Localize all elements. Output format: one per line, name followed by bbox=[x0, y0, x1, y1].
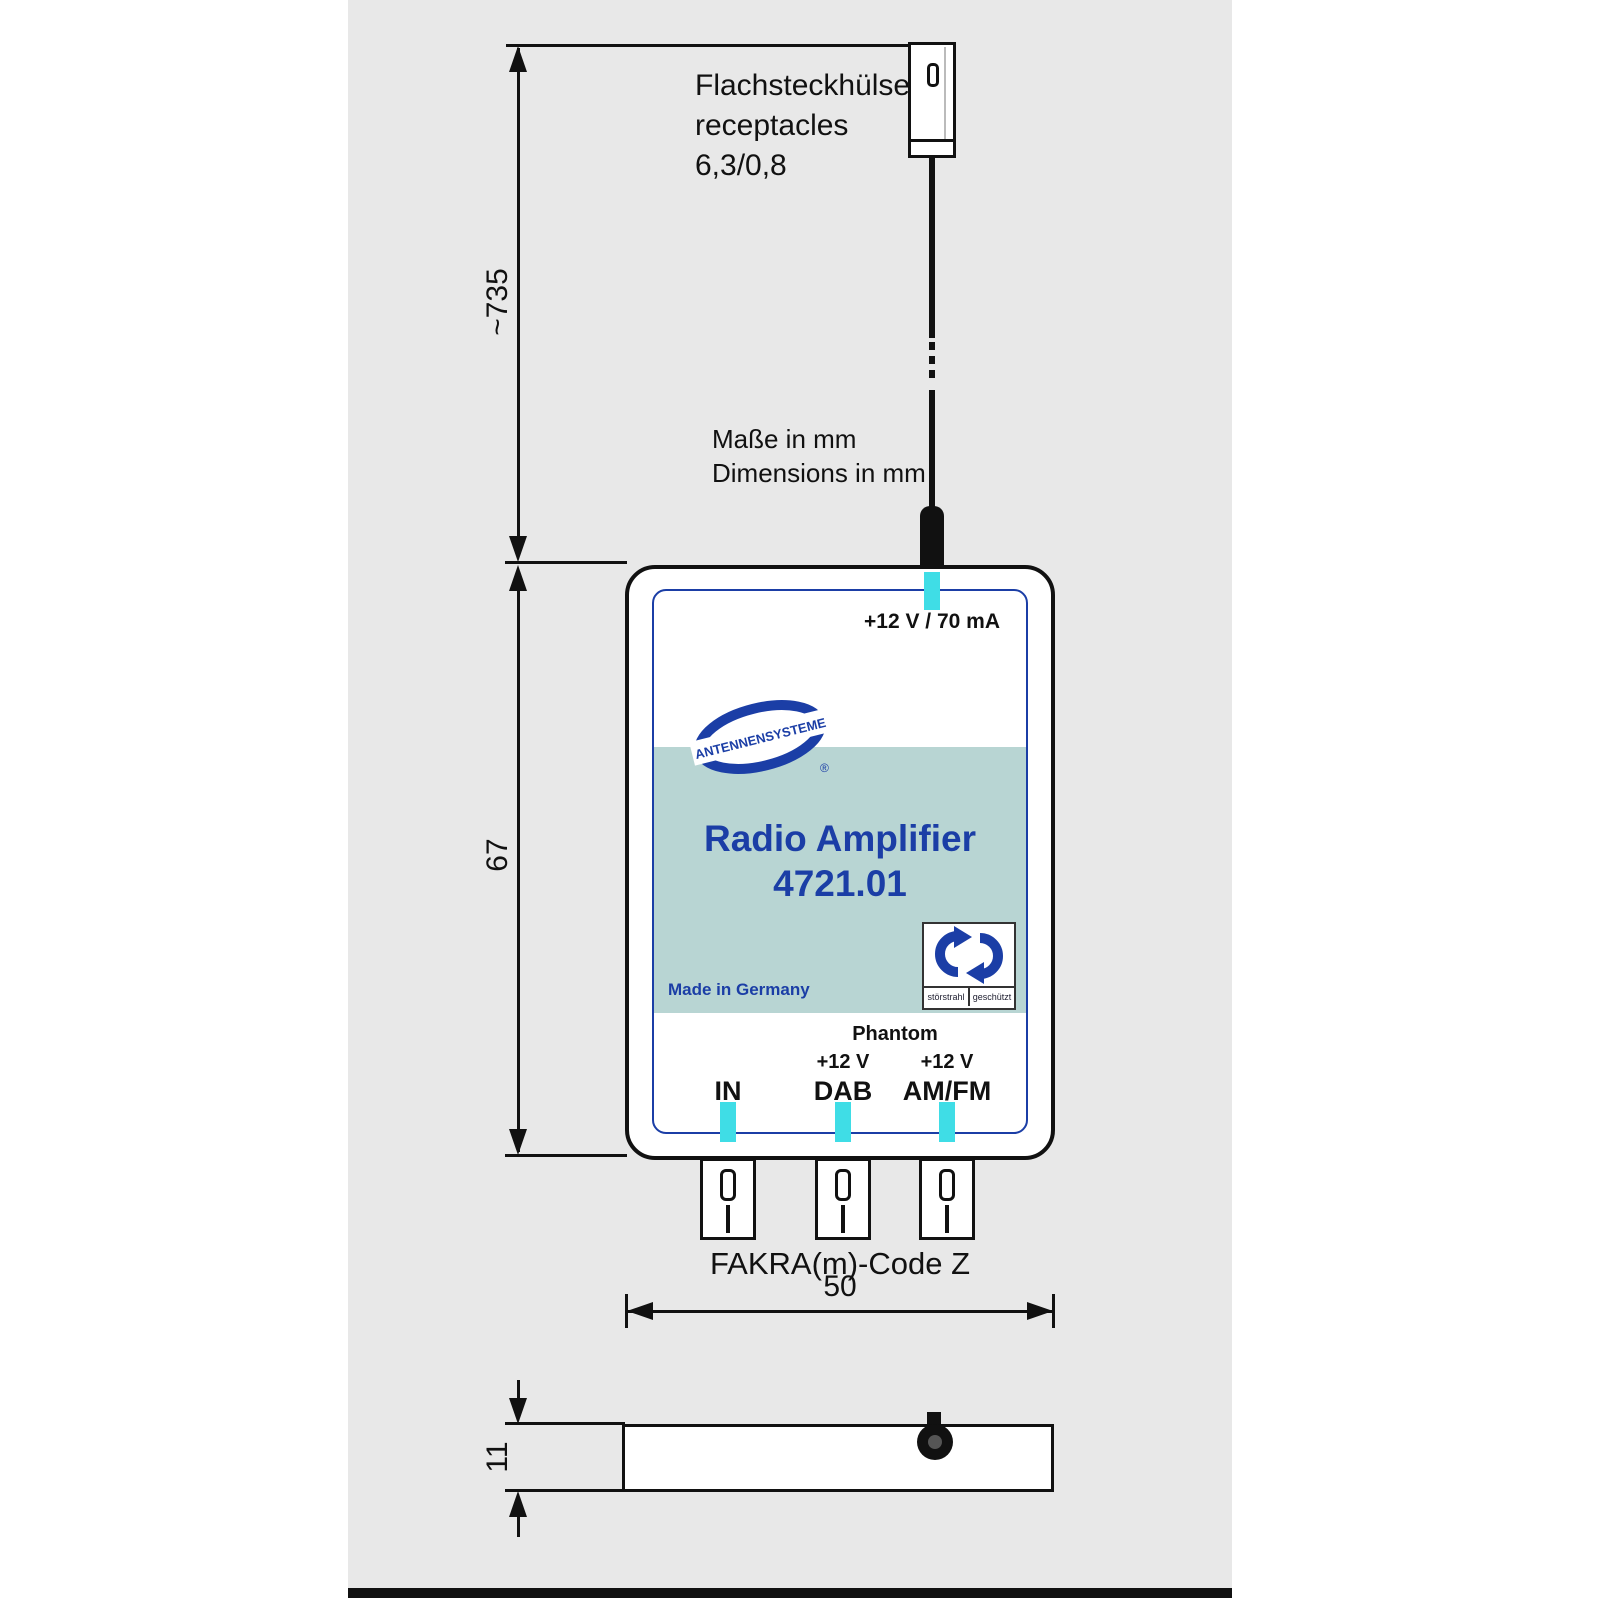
cable-strain-relief bbox=[920, 506, 944, 568]
dab-supply-label: +12 V bbox=[816, 1051, 870, 1073]
dim-67-ext-top bbox=[505, 561, 627, 564]
receptacle-note: Flachsteckhülse receptacles 6,3/0,8 bbox=[695, 66, 910, 186]
port-mark-amfm bbox=[939, 1102, 955, 1142]
cable-break-dash bbox=[929, 370, 935, 378]
dim-50-arrow-right bbox=[1027, 1302, 1053, 1320]
receptacle-crimp-divider bbox=[910, 139, 954, 142]
cable-break-dash bbox=[929, 356, 935, 364]
side-view-housing bbox=[622, 1424, 1054, 1492]
fakra-slot bbox=[720, 1169, 736, 1201]
dim-11-arrow-bottom bbox=[509, 1491, 527, 1517]
port-label-dab: DAB bbox=[813, 1076, 873, 1106]
receptacle-slot bbox=[927, 63, 939, 87]
dim-67-ext-bottom bbox=[505, 1154, 627, 1157]
amfm-supply-label: +12 V bbox=[920, 1051, 974, 1073]
emc-caption-divider bbox=[968, 988, 970, 1006]
dim-11-arrow-top bbox=[509, 1398, 527, 1424]
fakra-pin bbox=[841, 1205, 845, 1233]
receptacle-note-line3: 6,3/0,8 bbox=[695, 149, 787, 182]
dim-11-label: 11 bbox=[481, 1441, 514, 1473]
dim-735-ext-top bbox=[506, 44, 908, 47]
port-label-amfm: AM/FM bbox=[902, 1076, 992, 1106]
fakra-pin bbox=[945, 1205, 949, 1233]
port-mark-in bbox=[720, 1102, 736, 1142]
phantom-label: Phantom bbox=[852, 1023, 938, 1045]
side-view-cable-nub bbox=[927, 1412, 941, 1426]
supply-label: +12 V / 70 mA bbox=[864, 610, 1000, 633]
emc-logo: störstrahl geschützt bbox=[922, 922, 1016, 1010]
dim-735-arrow-bottom bbox=[509, 536, 527, 562]
product-title-line1: Radio Amplifier bbox=[703, 818, 977, 859]
port-mark-dab bbox=[835, 1102, 851, 1142]
power-connector-mark bbox=[924, 572, 940, 610]
cable-break-dash bbox=[929, 342, 935, 350]
product-title: Radio Amplifier 4721.01 bbox=[652, 816, 1028, 906]
dim-735-label: ~735 bbox=[481, 268, 514, 336]
dim-50-line bbox=[627, 1310, 1053, 1313]
panel-bottom-edge bbox=[348, 1588, 1232, 1598]
fakra-slot bbox=[939, 1169, 955, 1201]
emc-caption-left: störstrahl bbox=[927, 992, 965, 1002]
emc-arrows-icon bbox=[935, 926, 1003, 984]
product-label bbox=[652, 589, 1028, 1134]
fakra-connector-in bbox=[700, 1158, 756, 1240]
receptacle-note-line2: receptacles bbox=[695, 109, 849, 142]
brand-logo: ANTENNENSYSTEME ® bbox=[689, 700, 831, 775]
side-view-grommet-center bbox=[928, 1435, 942, 1449]
emc-caption-row: störstrahl geschützt bbox=[924, 986, 1014, 1006]
dim-11-line-bottom bbox=[517, 1513, 520, 1537]
dim-50-label: 50 bbox=[823, 1270, 857, 1303]
receptacle-edge-line bbox=[944, 47, 946, 139]
fakra-pin bbox=[726, 1205, 730, 1233]
dim-11-ext-top bbox=[505, 1422, 625, 1425]
dim-50-tick-left bbox=[625, 1294, 628, 1328]
fakra-slot bbox=[835, 1169, 851, 1201]
fakra-connector-amfm bbox=[919, 1158, 975, 1240]
dim-735-arrow-top bbox=[509, 46, 527, 72]
dim-50-arrow-left bbox=[627, 1302, 653, 1320]
dim-67-label: 67 bbox=[481, 838, 514, 872]
emc-caption-right: geschützt bbox=[972, 992, 1012, 1002]
antenna-cable bbox=[929, 158, 935, 510]
dim-50-tick-right bbox=[1052, 1294, 1055, 1328]
receptacle-note-line1: Flachsteckhülse bbox=[695, 69, 911, 102]
origin-label: Made in Germany bbox=[668, 980, 810, 999]
units-note-en: Dimensions in mm bbox=[712, 458, 926, 488]
dim-11-line-top bbox=[517, 1380, 520, 1404]
flat-receptacle-connector bbox=[908, 42, 956, 158]
dim-735-line bbox=[517, 48, 520, 538]
fakra-connector-dab bbox=[815, 1158, 871, 1240]
units-note: Maße in mm Dimensions in mm bbox=[712, 422, 926, 490]
dim-67-line bbox=[517, 572, 520, 1152]
units-note-de: Maße in mm bbox=[712, 424, 857, 454]
product-title-line2: 4721.01 bbox=[773, 863, 907, 904]
dim-67-arrow-bottom bbox=[509, 1129, 527, 1155]
connector-type-label: FAKRA(m)-Code Z bbox=[709, 1246, 971, 1281]
dim-11-ext-bottom bbox=[505, 1489, 625, 1492]
port-label-in: IN bbox=[714, 1076, 742, 1106]
brand-logo-reg: ® bbox=[820, 761, 829, 775]
